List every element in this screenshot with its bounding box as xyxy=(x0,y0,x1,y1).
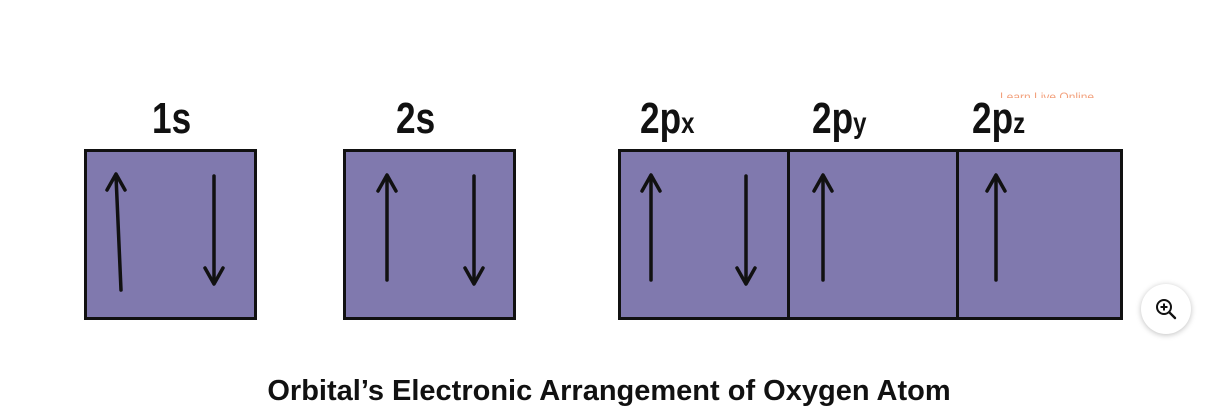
orbital-label-2px-sub: x xyxy=(681,107,695,140)
watermark-text: Learn Live Online xyxy=(1000,90,1095,98)
orbital-label-2pz-sub: z xyxy=(1013,107,1026,140)
electron-1s-down-arrow xyxy=(203,174,225,286)
electron-1s-up-arrow xyxy=(105,172,127,292)
orbital-label-2pz: 2pz xyxy=(972,93,1025,150)
orbital-label-2py-main: 2p xyxy=(812,94,854,143)
zoom-in-button[interactable] xyxy=(1141,284,1191,334)
electron-2s-down-arrow xyxy=(463,174,485,286)
orbital-box-2s xyxy=(343,149,516,320)
orbital-label-2s-main: 2s xyxy=(396,94,436,143)
orbital-label-2pz-main: 2p xyxy=(972,94,1014,143)
electron-2px-down-arrow xyxy=(735,174,757,286)
orbital-label-2px: 2px xyxy=(640,93,694,150)
electron-2pz-up-arrow xyxy=(985,173,1007,282)
orbital-label-1s: 1s xyxy=(152,93,191,145)
orbital-label-2py: 2py xyxy=(812,93,866,150)
electron-2py-up-arrow xyxy=(812,173,834,282)
orbital-box-2p-group xyxy=(618,149,1123,320)
figure-caption: Orbital’s Electronic Arrangement of Oxyg… xyxy=(267,375,951,407)
electron-2px-up-arrow xyxy=(640,173,662,282)
electron-2s-up-arrow xyxy=(376,173,398,282)
orbital-divider-2py-2pz xyxy=(956,149,959,320)
orbital-label-2py-sub: y xyxy=(853,107,867,140)
orbital-label-2px-main: 2p xyxy=(640,94,682,143)
zoom-in-icon xyxy=(1156,299,1177,320)
orbital-label-2s: 2s xyxy=(396,93,435,145)
orbital-divider-2px-2py xyxy=(787,149,790,320)
orbital-label-1s-main: 1s xyxy=(152,94,192,143)
